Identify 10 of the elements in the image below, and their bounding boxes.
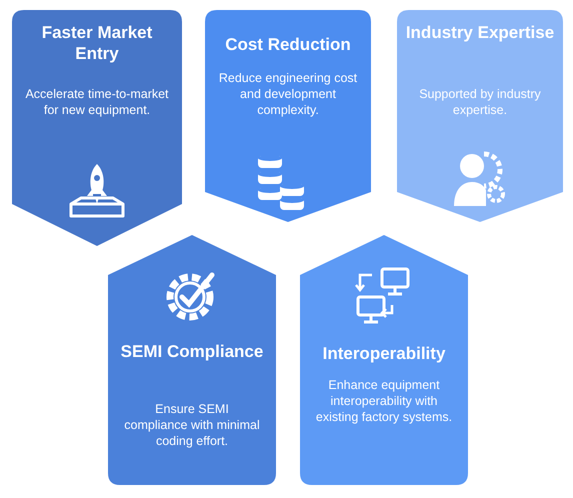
card-title: SEMI Compliance: [120, 341, 264, 362]
card-description: Enhance equipment interoperability with existing factory systems.: [314, 377, 454, 425]
card-description: Ensure SEMI compliance with minimal coding effort.: [123, 401, 261, 449]
card-title: Cost Reduction: [224, 34, 352, 55]
card-description: Accelerate time-to-market for new equipment.: [24, 86, 170, 118]
card-title: Industry Expertise: [405, 22, 555, 43]
card-description: Reduce engineering cost and development complexity.: [218, 70, 358, 118]
card-description: Supported by industry expertise.: [418, 86, 542, 118]
card-title: Faster Market Entry: [40, 22, 154, 64]
card-title: Interoperability: [322, 343, 446, 364]
